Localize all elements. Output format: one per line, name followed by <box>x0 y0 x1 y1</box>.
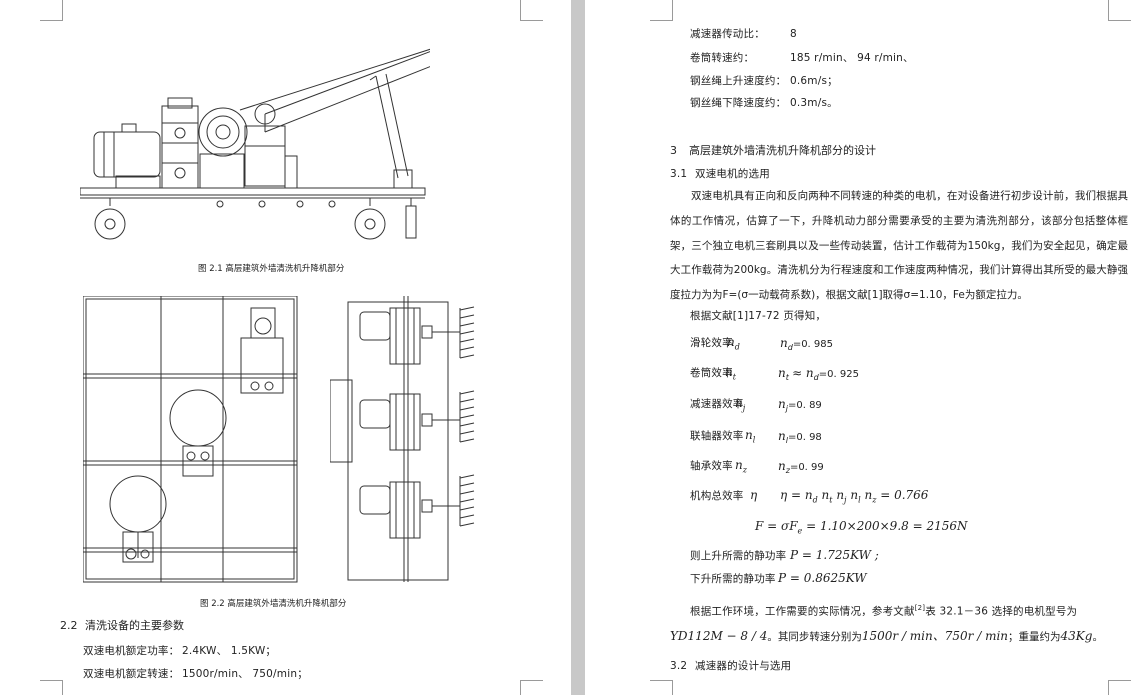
efficiency-value: nz=0. 99 <box>778 459 824 475</box>
section-heading: 减速器的设计与选用 <box>695 660 792 672</box>
efficiency-value: nt ≈ nd=0. 925 <box>778 366 859 382</box>
crop-mark <box>1108 680 1131 695</box>
efficiency-value: nj=0. 89 <box>778 397 822 413</box>
right-page: 减速器传动比： 8 卷筒转速约： 185 r/min、 94 r/min、 钢丝… <box>585 0 1148 695</box>
param-value: 8 <box>790 28 797 40</box>
figure-caption: 图 2.2 高层建筑外墙清洗机升降机部分 <box>200 599 347 609</box>
efficiency-label: 联轴器效率 <box>690 430 744 442</box>
efficiency-symbol: nj <box>735 396 746 413</box>
section-heading: 双速电机的选用 <box>695 168 770 180</box>
motor-model-line: YD112M − 8 / 4。其同步转速分别为1500r / min、750r … <box>670 629 1103 643</box>
param-label: 卷筒转速约： <box>690 52 755 64</box>
figure-2-2-side-view <box>330 296 495 586</box>
power-value: P = 1.725KW ; <box>790 548 879 562</box>
param-value: 185 r/min、 94 r/min、 <box>790 52 914 64</box>
efficiency-symbol: nz <box>735 458 747 475</box>
crop-mark <box>40 0 63 21</box>
efficiency-value: nd=0. 985 <box>780 336 833 352</box>
efficiency-symbol: nt <box>725 365 736 382</box>
power-label: 则上升所需的静功率 <box>690 550 787 562</box>
crop-mark <box>520 0 543 21</box>
section-heading: 高层建筑外墙清洗机升降机部分的设计 <box>689 144 876 157</box>
section-number: 3 <box>670 144 677 157</box>
param-value: 2.4KW、 1.5KW； <box>182 645 277 657</box>
power-label: 下升所需的静功率 <box>690 573 776 585</box>
page-gutter <box>571 0 585 695</box>
param-label: 双速电机额定功率： <box>83 645 180 657</box>
section-number: 3.1 <box>670 168 688 180</box>
crop-mark <box>650 0 673 21</box>
section-heading: 清洗设备的主要参数 <box>85 619 184 632</box>
section-number: 2.2 <box>60 619 78 632</box>
efficiency-label: 卷筒效率 <box>690 367 733 379</box>
efficiency-label: 滑轮效率 <box>690 337 733 349</box>
crop-mark <box>40 680 63 695</box>
crop-mark <box>520 680 543 695</box>
body-paragraph: 根据工作环境，工作需要的实际情况，参考文献[2]表 32.1－36 选择的电机型… <box>690 604 1078 618</box>
efficiency-label: 轴承效率 <box>690 460 733 472</box>
efficiency-symbol: η <box>750 488 758 502</box>
efficiency-label: 减速器效率 <box>690 398 744 410</box>
param-label: 减速器传动比： <box>690 28 765 40</box>
crop-mark <box>650 680 673 695</box>
section-number: 3.2 <box>670 660 688 672</box>
param-value: 0.3m/s。 <box>790 97 838 109</box>
crop-mark <box>1108 0 1131 21</box>
power-value: P = 0.8625KW <box>778 571 867 585</box>
param-label: 钢丝绳上升速度约： <box>690 75 787 87</box>
total-efficiency-formula: η = nd nt nj nl nz = 0.766 <box>780 488 929 505</box>
efficiency-symbol: nl <box>745 428 756 445</box>
efficiency-symbol: nd <box>727 335 740 352</box>
force-formula: F = σFe = 1.10×200×9.8 = 2156N <box>755 519 968 536</box>
param-label: 钢丝绳下降速度约： <box>690 97 787 109</box>
reference-line: 根据文献[1]17-72 页得知， <box>690 310 827 322</box>
param-label: 双速电机额定转速： <box>83 668 180 680</box>
efficiency-label: 机构总效率 <box>690 490 744 502</box>
param-value: 0.6m/s； <box>790 75 838 87</box>
body-paragraph: 双速电机具有正向和反向两种不同转速的种类的电机，在对设备进行初步设计前，我们根据… <box>670 190 1128 302</box>
left-page: 图 2.1 高层建筑外墙清洗机升降机部分 <box>0 0 571 695</box>
figure-caption: 图 2.1 高层建筑外墙清洗机升降机部分 <box>198 264 345 274</box>
figure-2-2-front-view <box>83 296 303 586</box>
figure-2-1-drawing <box>80 28 430 248</box>
efficiency-value: nl=0. 98 <box>778 429 822 445</box>
param-value: 1500r/min、 750/min； <box>182 668 308 680</box>
